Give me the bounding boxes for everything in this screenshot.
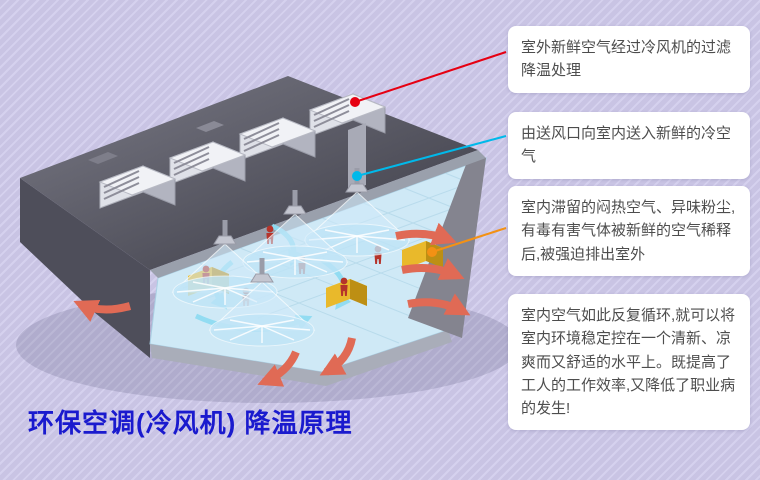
page-title: 环保空调(冷风机) 降温原理 [28, 408, 353, 438]
connector-line-supply-air [356, 135, 507, 177]
exhaust-air-arrows [73, 222, 471, 387]
connector-dot-exhaust-air [427, 247, 437, 257]
callout-supply-air-text: 由送风口向室内送入新鲜的冷空气 [521, 125, 732, 166]
connector-dot-supply-air [352, 171, 362, 181]
callout-circulation-summary-text: 室内空气如此反复循环,就可以将室内环境稳定控在一个清新、凉爽而又舒适的水平上。既… [521, 307, 736, 417]
connector-line-exhaust-air [431, 227, 507, 253]
callout-connectors [350, 51, 507, 257]
right-wall [408, 154, 486, 338]
callout-exhaust-air-text: 室内滞留的闷热空气、异味粉尘,有毒有害气体被新鲜的空气稀释后,被强迫排出室外 [521, 199, 736, 263]
front-floor-edge [150, 330, 452, 386]
callout-supply-air: 由送风口向室内送入新鲜的冷空气 [508, 112, 750, 179]
callout-outdoor-air: 室外新鲜空气经过冷风机的过滤降温处理 [508, 26, 750, 93]
left-wall [20, 178, 150, 358]
connector-dot-outdoor-air [350, 97, 360, 107]
callout-circulation-summary: 室内空气如此反复循环,就可以将室内环境稳定控在一个清新、凉爽而又舒适的水平上。既… [508, 294, 750, 431]
connector-line-outdoor-air [354, 51, 507, 103]
callout-outdoor-air-text: 室外新鲜空气经过冷风机的过滤降温处理 [521, 39, 732, 80]
callout-exhaust-air: 室内滞留的闷热空气、异味粉尘,有毒有害气体被新鲜的空气稀释后,被强迫排出室外 [508, 186, 750, 276]
